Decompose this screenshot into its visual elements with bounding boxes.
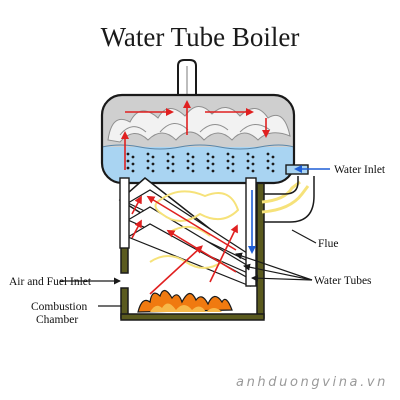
water-tubes-label: Water Tubes: [314, 275, 372, 287]
circulation-arrows: [121, 100, 270, 295]
bubbles: [126, 152, 275, 173]
combustion-chamber-label-line2: Chamber: [36, 314, 78, 326]
flame-icon: [137, 289, 233, 313]
callout-lines: [60, 229, 317, 307]
diagram-title: Water Tube Boiler: [101, 22, 300, 52]
flue-pipe: [264, 176, 315, 223]
flue-label: Flue: [318, 238, 338, 250]
steam-outlet-pipe: [177, 59, 197, 96]
watermark-text: anhduongvina.vn: [236, 375, 388, 390]
air-fuel-inlet-label: Air and Fuel Inlet: [9, 276, 92, 288]
water-tube-bank: [118, 177, 257, 287]
flue-gas-flow: [149, 180, 310, 269]
steam-drum: [100, 93, 296, 185]
combustion-chamber-label-line1: Combustion: [31, 301, 87, 313]
water-inlet-pipe: [285, 164, 330, 175]
water-inlet-label: Water Inlet: [334, 164, 386, 176]
steam-swirls: [107, 106, 291, 143]
